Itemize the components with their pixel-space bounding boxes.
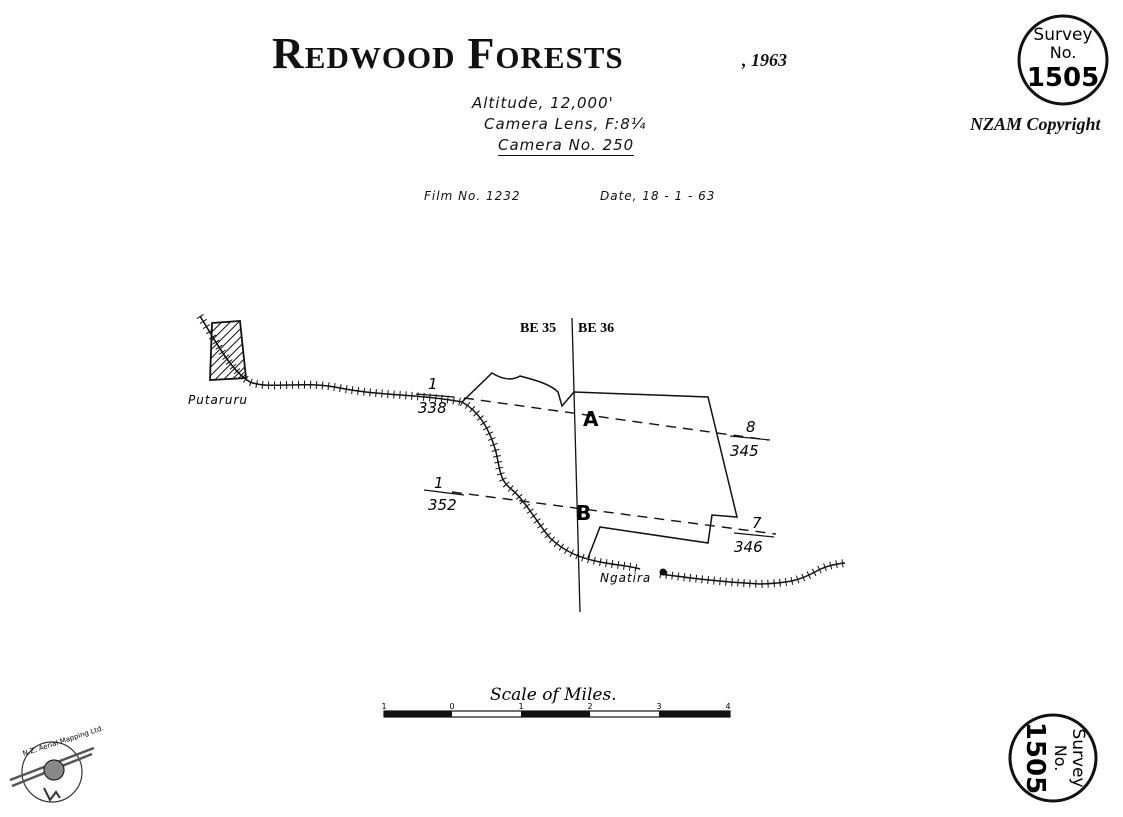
stamp-top-line2: No. bbox=[1050, 43, 1077, 62]
logo-text: N.Z. Aerial Mapping Ltd. bbox=[22, 724, 105, 758]
stamp-bottom-number: 1505 bbox=[1020, 722, 1050, 794]
camera-number-text: Camera No. 250 bbox=[498, 136, 635, 156]
survey-stamp-bottom: Survey No. 1505 bbox=[1008, 713, 1098, 803]
run-a-start-bottom: 338 bbox=[418, 399, 447, 417]
stamp-bottom-line2: No. bbox=[1051, 745, 1070, 772]
altitude-text: Altitude, 12,000' bbox=[472, 94, 614, 112]
film-number-text: Film No. 1232 bbox=[424, 189, 521, 203]
run-a-start-top: 1 bbox=[428, 375, 438, 393]
sheet-label-right: BE 36 bbox=[578, 321, 614, 336]
survey-stamp-top: Survey No. 1505 bbox=[1017, 14, 1109, 106]
railway-lines bbox=[196, 313, 846, 589]
run-line-b bbox=[451, 491, 777, 535]
run-a-label: A bbox=[583, 407, 599, 431]
run-b-end-top: 7 bbox=[752, 514, 762, 532]
stamp-top-number: 1505 bbox=[1027, 63, 1099, 93]
town-ngatira: Ngatira bbox=[600, 571, 651, 585]
scale-label: Scale of Miles. bbox=[490, 685, 617, 705]
stamp-bottom-line1: Survey bbox=[1068, 728, 1088, 787]
date-text: Date, 18 - 1 - 63 bbox=[600, 189, 716, 203]
run-a-end-bottom: 345 bbox=[730, 442, 759, 460]
scale-tick-1: 1 bbox=[518, 702, 523, 711]
town-putaruru: Putaruru bbox=[188, 393, 248, 407]
scale-bar: Scale of Miles. 1 0 1 2 3 4 bbox=[381, 685, 731, 718]
scale-tick-neg1: 1 bbox=[381, 702, 386, 711]
sheet-boundary-line bbox=[571, 317, 581, 613]
forest-boundary bbox=[461, 372, 738, 559]
map-title: Redwood Forests bbox=[272, 29, 624, 78]
sheet-label-left: BE 35 bbox=[520, 321, 556, 336]
scale-tick-4: 4 bbox=[725, 702, 730, 711]
run-b-end-bottom: 346 bbox=[734, 538, 763, 556]
scale-tick-2: 2 bbox=[587, 702, 592, 711]
run-b-label: B bbox=[576, 501, 591, 525]
town-ngatira-marker bbox=[659, 568, 667, 576]
copyright-text: NZAM Copyright bbox=[970, 114, 1101, 134]
scale-tick-3: 3 bbox=[656, 702, 661, 711]
scale-tick-0: 0 bbox=[449, 702, 454, 711]
run-a-end-top: 8 bbox=[746, 418, 756, 436]
run-b-start-top: 1 bbox=[434, 474, 444, 492]
company-logo: N.Z. Aerial Mapping Ltd. bbox=[9, 724, 105, 803]
hatched-area bbox=[209, 320, 247, 381]
camera-lens-text: Camera Lens, F:8¼ bbox=[484, 115, 647, 133]
run-b-start-bottom: 352 bbox=[428, 496, 457, 514]
map-year: , 1963 bbox=[742, 50, 787, 70]
stamp-top-line1: Survey bbox=[1033, 25, 1092, 45]
run-line-a bbox=[463, 397, 769, 441]
